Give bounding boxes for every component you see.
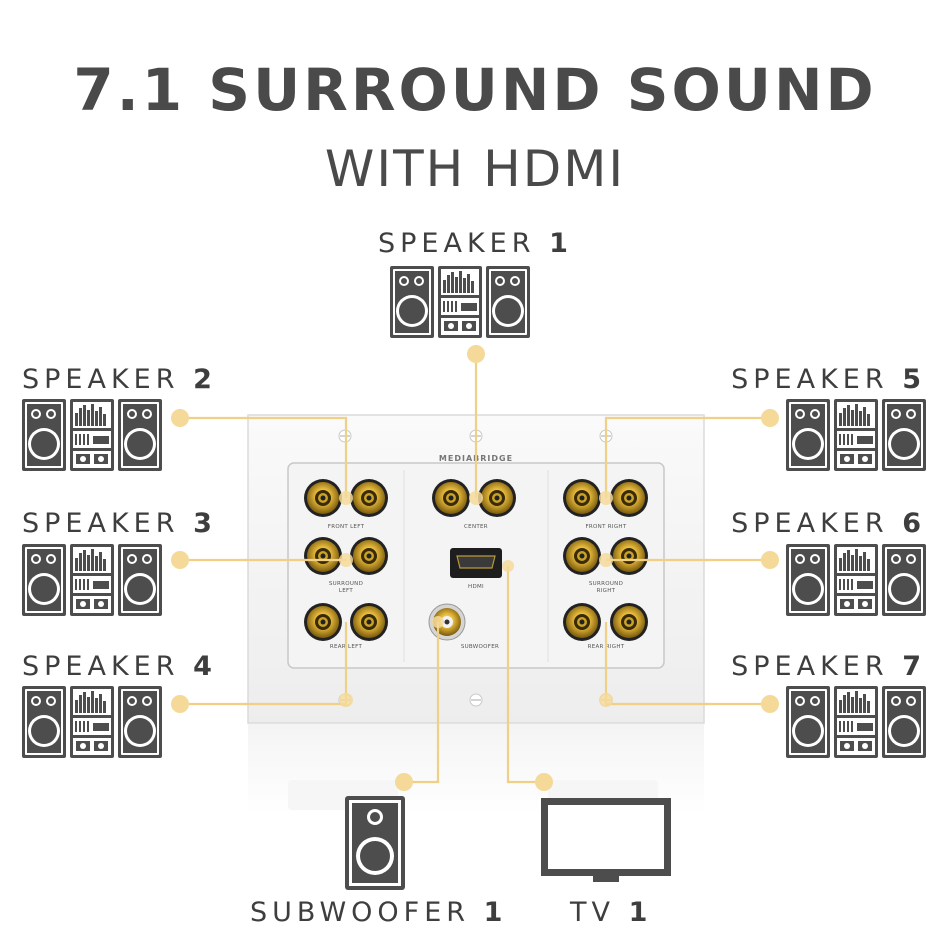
- binding-post-rear-right-1: [563, 603, 601, 641]
- speaker-7-icon: [786, 686, 926, 758]
- wire-dot: [761, 551, 779, 569]
- binding-post-front-left-1: [304, 479, 342, 517]
- binding-post-rear-left-2: [350, 603, 388, 641]
- wire-dot: [339, 553, 353, 567]
- binding-post-surround-left-2: [350, 537, 388, 575]
- wire-dot: [535, 773, 553, 791]
- binding-post-surround-left-1: [304, 537, 342, 575]
- speaker-4-label: SPEAKER 4: [22, 651, 217, 682]
- binding-post-surround-right-1: [563, 537, 601, 575]
- binding-post-center-1: [432, 479, 470, 517]
- plate-label-surround-left-2: LEFT: [339, 588, 354, 594]
- speaker-4-icon: [22, 686, 162, 758]
- subwoofer-icon: [345, 796, 405, 890]
- wire-dot: [469, 491, 483, 505]
- wire-dot: [467, 345, 485, 363]
- speaker-1-icon: [390, 266, 530, 338]
- speaker-3-label: SPEAKER 3: [22, 508, 217, 539]
- plate-label-subwoofer: SUBWOOFER: [461, 644, 499, 650]
- binding-post-front-left-2: [350, 479, 388, 517]
- speaker-5-label: SPEAKER 5: [731, 364, 926, 395]
- wire-dot: [339, 491, 353, 505]
- hdmi-port: [450, 548, 502, 578]
- wire-dot: [761, 409, 779, 427]
- plate-label-surround-right-2: RIGHT: [597, 588, 616, 594]
- plate-label-center: CENTER: [464, 524, 488, 530]
- plate-label-surround-left: SURROUND: [329, 581, 363, 587]
- binding-post-front-right-1: [563, 479, 601, 517]
- wire-dot: [599, 693, 613, 707]
- wire-dot: [171, 551, 189, 569]
- plate-label-front-right: FRONT RIGHT: [585, 524, 626, 530]
- binding-post-surround-right-2: [610, 537, 648, 575]
- binding-post-rear-right-2: [610, 603, 648, 641]
- wire-speaker-5: [604, 416, 770, 498]
- wire-dot: [502, 560, 514, 572]
- wire-subwoofer: [404, 622, 440, 784]
- wire-dot: [339, 693, 353, 707]
- speaker-2-icon: [22, 399, 162, 471]
- speaker-6-label: SPEAKER 6: [731, 508, 926, 539]
- speaker-6-icon: [786, 544, 926, 616]
- wire-dot: [761, 695, 779, 713]
- wire-dot: [171, 409, 189, 427]
- binding-post-rear-left-1: [304, 603, 342, 641]
- wire-dot: [599, 553, 613, 567]
- wire-speaker-2: [180, 416, 348, 498]
- speaker-7-label: SPEAKER 7: [731, 651, 926, 682]
- binding-post-center-2: [478, 479, 516, 517]
- wire-dot: [432, 616, 444, 628]
- speaker-5-icon: [786, 399, 926, 471]
- speaker-2-label: SPEAKER 2: [22, 364, 217, 395]
- subwoofer-label: SUBWOOFER 1: [250, 897, 507, 928]
- speaker-1-label: SPEAKER 1: [378, 228, 573, 259]
- wire-tv: [506, 566, 544, 784]
- plate-label-front-left: FRONT LEFT: [328, 524, 365, 530]
- title-line-2: WITH HDMI: [325, 140, 625, 198]
- title-line-1: 7.1 SURROUND SOUND: [73, 56, 876, 124]
- wire-dot: [395, 773, 413, 791]
- tv-label: TV 1: [569, 897, 652, 928]
- binding-post-front-right-2: [610, 479, 648, 517]
- wire-dot: [599, 491, 613, 505]
- plate-label-surround-right: SURROUND: [589, 581, 623, 587]
- plate-label-hdmi: HDMI: [468, 584, 484, 590]
- speaker-3-icon: [22, 544, 162, 616]
- tv-icon: [541, 798, 671, 882]
- wire-dots: [171, 345, 779, 791]
- wire-dot: [171, 695, 189, 713]
